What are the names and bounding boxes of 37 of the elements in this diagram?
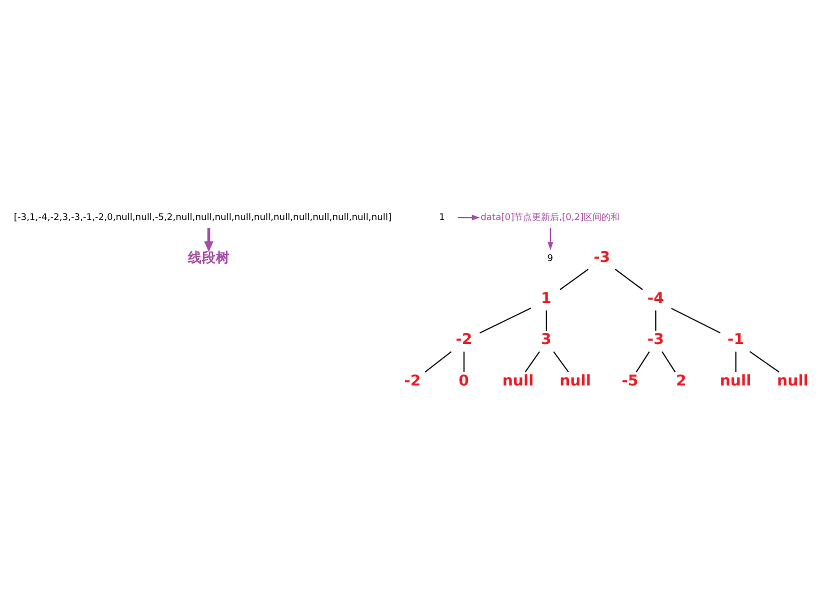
- node-text: -2: [404, 370, 421, 389]
- node-text: data[0]节点更新后,[0,2]区间的和: [480, 212, 620, 222]
- node-text: null: [502, 370, 534, 389]
- connector: [546, 310, 547, 330]
- node-text: -4: [647, 288, 664, 307]
- node-text: null: [560, 370, 591, 389]
- arrow: [548, 228, 554, 250]
- arrow: [458, 214, 480, 220]
- node-text: 1: [540, 288, 552, 307]
- arrow: [204, 228, 214, 252]
- node-text: 3: [540, 330, 552, 348]
- connector: [614, 268, 643, 290]
- node-text: 0: [458, 370, 469, 389]
- node-text: -5: [622, 370, 638, 389]
- node-text: [-3,1,-4,-2,3,-3,-1,-2,0,null,null,-5,2,null,null,null,null,null,null,null,null,null,null,null]: [14, 212, 392, 222]
- node-text: 1: [439, 212, 445, 222]
- connector: [463, 351, 465, 372]
- node-text: 线段树: [188, 249, 230, 266]
- connector: [636, 350, 650, 372]
- node-text: -2: [456, 330, 472, 348]
- connector: [524, 350, 540, 372]
- connector: [735, 351, 736, 372]
- node-text: -1: [728, 330, 744, 348]
- connector: [560, 268, 589, 290]
- connector: [553, 350, 569, 372]
- node-text: -3: [594, 247, 610, 266]
- node-text: 2: [676, 370, 686, 389]
- connector: [424, 350, 452, 372]
- node-text: null: [777, 370, 808, 389]
- connector: [479, 307, 532, 333]
- connector: [655, 310, 656, 330]
- connector: [662, 350, 676, 372]
- node-text: -3: [647, 330, 664, 348]
- node-text: null: [720, 370, 752, 389]
- node-text: 9: [547, 253, 554, 264]
- connector: [750, 350, 780, 372]
- connector: [671, 307, 720, 333]
